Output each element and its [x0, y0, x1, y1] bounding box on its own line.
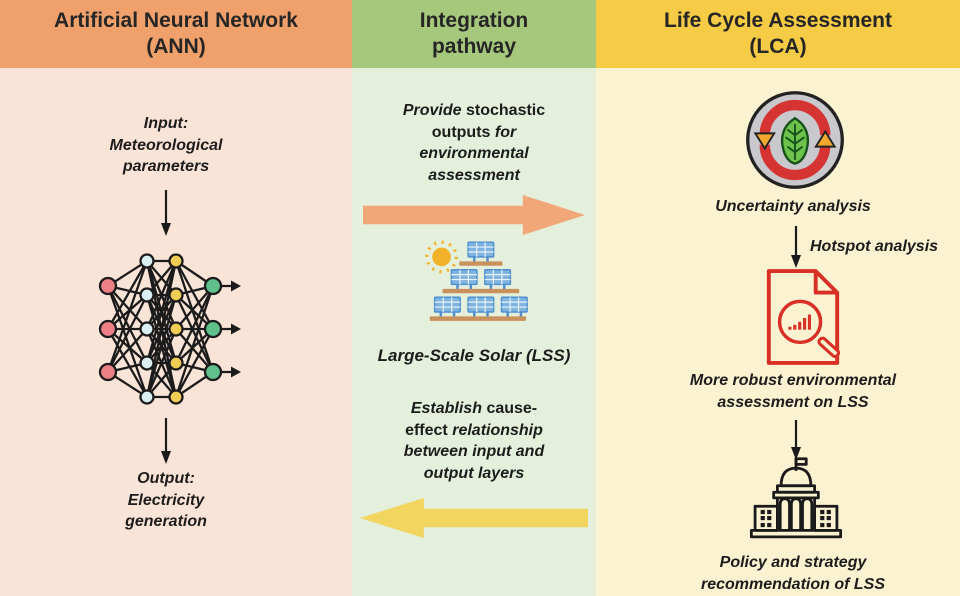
robust-assessment-text: More robust environmental assessment on …	[689, 372, 897, 411]
uncertainty-label: Uncertainty analysis	[715, 198, 871, 215]
left-arrow-icon	[360, 498, 588, 538]
establish-cause-effect-text: Establish cause- effect relationship bet…	[403, 400, 545, 482]
ann-body: Input: Meteorological parameters Output:…	[0, 68, 352, 596]
policy-building-icon	[749, 457, 843, 539]
ann-header: Artificial Neural Network (ANN)	[0, 0, 352, 68]
lca-body: Uncertainty analysis Hotspot analysis Mo…	[596, 68, 960, 596]
policy-recommendation-text: Policy and strategy recommendation of LS…	[700, 554, 886, 593]
lca-title-line2: (LCA)	[749, 35, 807, 58]
down-arrow-icon	[791, 226, 801, 268]
ann-title-line2: (ANN)	[146, 35, 206, 58]
down-arrow-icon	[161, 190, 171, 236]
ann-input-label: Input: Meteorological parameters	[109, 115, 223, 176]
integration-header: Integration pathway	[352, 0, 596, 68]
down-arrow-icon	[791, 420, 801, 460]
hotspot-label: Hotspot analysis	[810, 238, 939, 255]
right-arrow-icon	[363, 195, 585, 235]
large-scale-solar-icon	[425, 240, 528, 321]
column-integration: Integration pathway Provide stochastic o…	[352, 0, 596, 596]
ann-title-line1: Artificial Neural Network	[54, 9, 298, 33]
neural-network-svg	[98, 253, 241, 405]
hotspot-document-icon	[766, 269, 841, 365]
ann-output-label: Output: Electricity generation	[125, 470, 207, 531]
lca-header: Life Cycle Assessment (LCA)	[596, 0, 960, 68]
down-arrow-icon	[161, 418, 171, 464]
provide-stochastic-text: Provide stochastic outputs for environme…	[402, 102, 546, 184]
magnifier-handle	[817, 336, 841, 359]
integration-body: Provide stochastic outputs for environme…	[352, 68, 596, 596]
integration-title-line2: pathway	[431, 35, 517, 58]
column-lca: Life Cycle Assessment (LCA) Uncertainty …	[596, 0, 960, 596]
integration-title-line1: Integration	[419, 9, 529, 33]
lss-label: Large-Scale Solar (LSS)	[377, 346, 571, 365]
lca-title-line1: Life Cycle Assessment	[664, 9, 892, 33]
uncertainty-cycle-icon	[746, 91, 844, 189]
column-ann: Artificial Neural Network (ANN) Input: M…	[0, 0, 352, 596]
sun-icon	[432, 247, 451, 267]
